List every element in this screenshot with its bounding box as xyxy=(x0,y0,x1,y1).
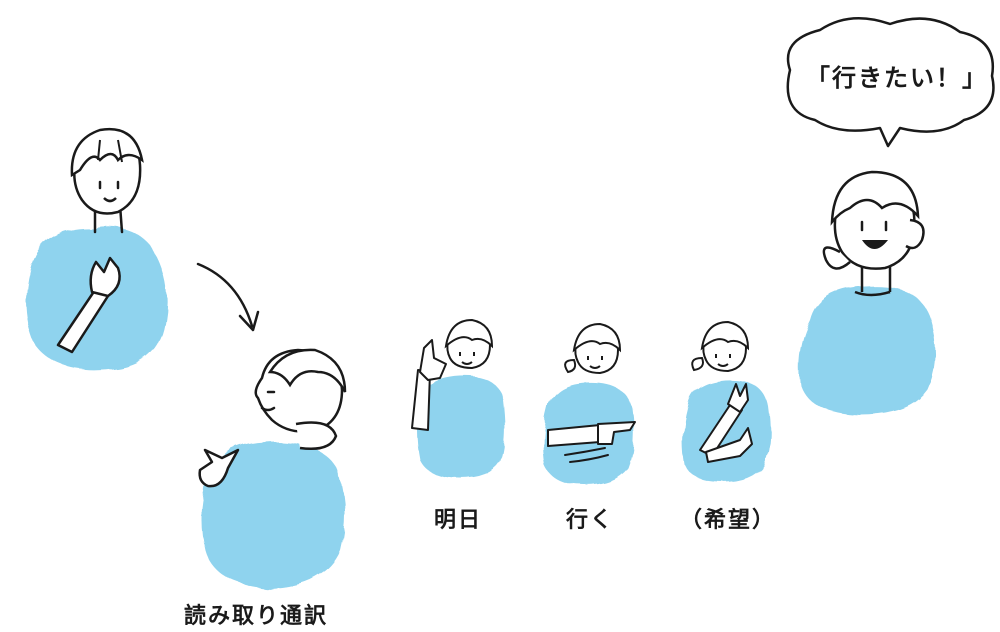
signer-figure xyxy=(26,127,167,371)
sign-go-figure xyxy=(543,322,636,485)
speech-text: 「行きたい！」 xyxy=(806,64,988,92)
speaker-figure xyxy=(798,170,936,415)
interpreter-figure xyxy=(198,348,347,588)
speech-bubble xyxy=(786,17,995,148)
label-sign-go: 行く xyxy=(566,508,615,533)
arrow-icon xyxy=(196,262,260,332)
label-sign-tomorrow: 明日 xyxy=(434,508,483,533)
sign-tomorrow-figure xyxy=(411,318,505,478)
label-sign-want: （希望） xyxy=(680,508,777,533)
label-interpreter: 読み取り通訳 xyxy=(184,604,329,629)
sign-want-figure xyxy=(683,320,770,482)
